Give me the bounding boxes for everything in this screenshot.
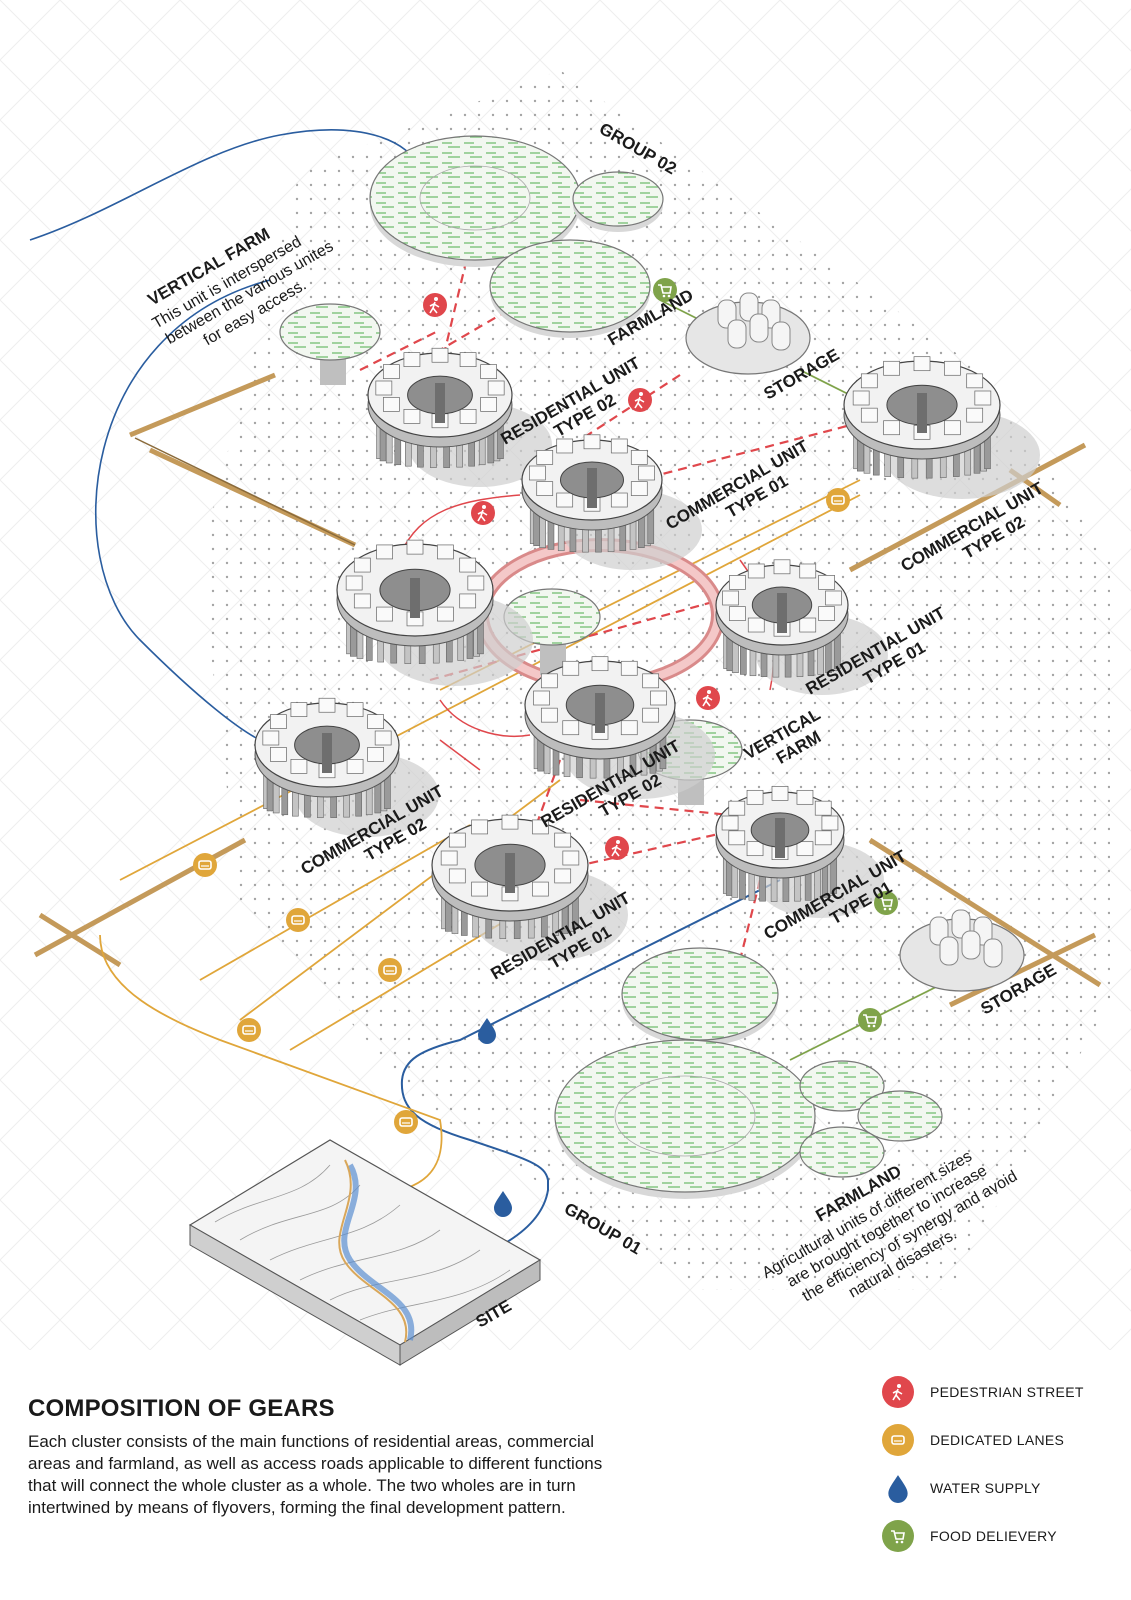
vehicle-icon <box>377 957 403 983</box>
commercial-unit-low <box>715 786 884 918</box>
vehicle-icon <box>393 1109 419 1135</box>
residential-unit-right <box>715 559 888 695</box>
vehicle-icon <box>285 907 311 933</box>
legend-item-water: WATER SUPPLY <box>882 1464 1112 1512</box>
flyover-bottom-right <box>868 837 1102 1008</box>
water-line-top <box>29 129 421 241</box>
pedestrian-icon <box>627 387 653 413</box>
caption-block: COMPOSITION OF GEARS Each cluster consis… <box>28 1395 628 1519</box>
farmland-group-02 <box>369 135 664 338</box>
residential-unit-center <box>524 656 715 799</box>
legend-label: DEDICATED LANES <box>930 1432 1065 1448</box>
legend-label: WATER SUPPLY <box>930 1480 1041 1496</box>
legend-label: PEDESTRIAN STREET <box>930 1384 1084 1400</box>
pedestrian-icon <box>695 685 721 711</box>
commercial-unit-right-top <box>843 356 1040 499</box>
commercial-unit-left-low <box>254 697 439 837</box>
pedestrian-icon <box>604 835 630 861</box>
water-line-bottom <box>400 879 781 1281</box>
legend-item-lanes: DEDICATED LANES <box>882 1416 1112 1464</box>
pedestrian-icon <box>422 292 448 318</box>
caption-body: Each cluster consists of the main functi… <box>28 1432 603 1517</box>
legend: PEDESTRIAN STREET DEDICATED LANES WATER … <box>882 1368 1112 1560</box>
vehicle-icon <box>825 487 851 513</box>
commercial-unit-left <box>336 539 533 686</box>
pedestrian-icon <box>470 500 496 526</box>
vehicle-icon <box>882 1424 914 1456</box>
farmland-group-01 <box>554 947 943 1199</box>
commercial-unit-top <box>521 434 702 570</box>
caption-title: COMPOSITION OF GEARS <box>28 1395 335 1422</box>
vehicle-icon <box>192 852 218 878</box>
flyover-top-left <box>129 372 357 548</box>
vehicle-icon <box>236 1017 262 1043</box>
water-line-left <box>95 279 271 741</box>
legend-item-food: FOOD DELIEVERY <box>882 1512 1112 1560</box>
pedestrian-icon <box>882 1376 914 1408</box>
residential-unit-top <box>367 347 552 487</box>
cart-icon <box>857 1007 883 1033</box>
storage-top <box>685 292 811 375</box>
units-layer <box>254 347 1040 961</box>
site-block <box>188 1139 542 1366</box>
legend-label: FOOD DELIEVERY <box>930 1528 1057 1544</box>
water-drop-icon <box>882 1472 914 1504</box>
cart-icon <box>882 1520 914 1552</box>
vertical-farm-top <box>279 303 381 385</box>
storage-bottom <box>899 909 1025 992</box>
residential-unit-low <box>431 814 628 961</box>
legend-item-pedestrian: PEDESTRIAN STREET <box>882 1368 1112 1416</box>
